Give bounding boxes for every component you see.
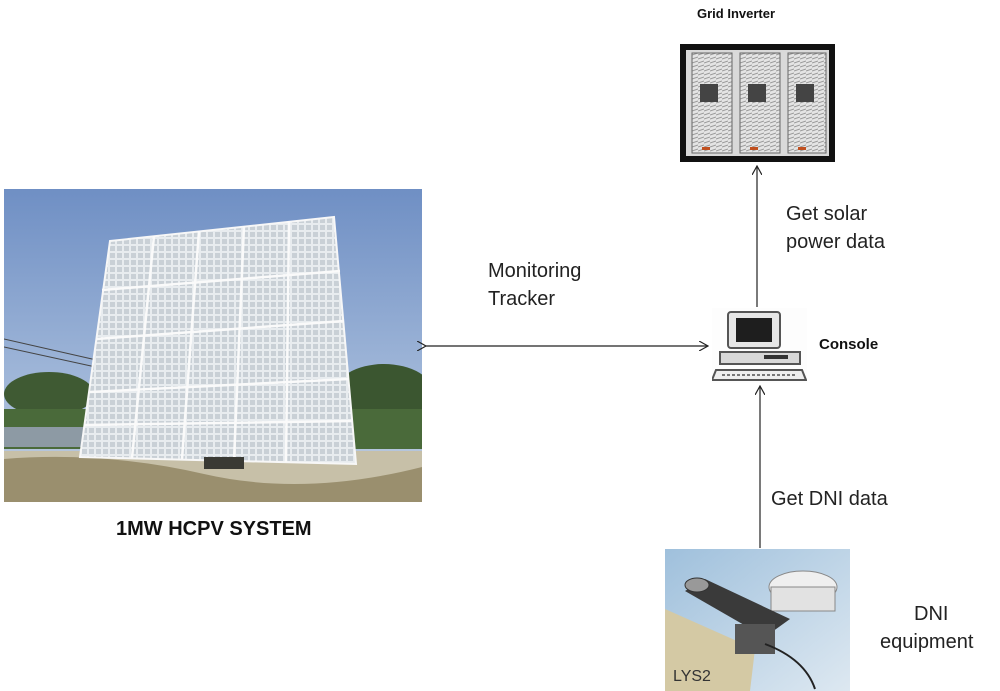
dni-equipment-line2: equipment bbox=[880, 631, 974, 653]
monitoring-label-line2: Tracker bbox=[488, 288, 556, 310]
console-computer-icon bbox=[712, 308, 807, 383]
monitoring-tracker-label: Monitoring Tracker bbox=[488, 257, 581, 313]
grid-inverter-photo bbox=[680, 44, 835, 162]
dni-data-label: Get DNI data bbox=[771, 488, 888, 510]
dni-equipment-photo: LYS2 bbox=[665, 549, 850, 691]
hcpv-caption: 1MW HCPV SYSTEM bbox=[116, 518, 312, 540]
dni-equipment-label: DNI equipment bbox=[880, 600, 973, 656]
solar-label-line2: power data bbox=[786, 231, 885, 253]
solar-power-data-label: Get solar power data bbox=[786, 200, 885, 256]
solar-label-line1: Get solar bbox=[786, 203, 868, 225]
dni-equipment-line1: DNI bbox=[914, 603, 949, 625]
monitoring-label-line1: Monitoring bbox=[488, 260, 582, 282]
grid-inverter-title: Grid Inverter bbox=[697, 6, 776, 21]
console-label: Console bbox=[819, 336, 879, 353]
hcpv-system-photo bbox=[4, 189, 422, 502]
dni-device-text: LYS2 bbox=[673, 668, 711, 685]
